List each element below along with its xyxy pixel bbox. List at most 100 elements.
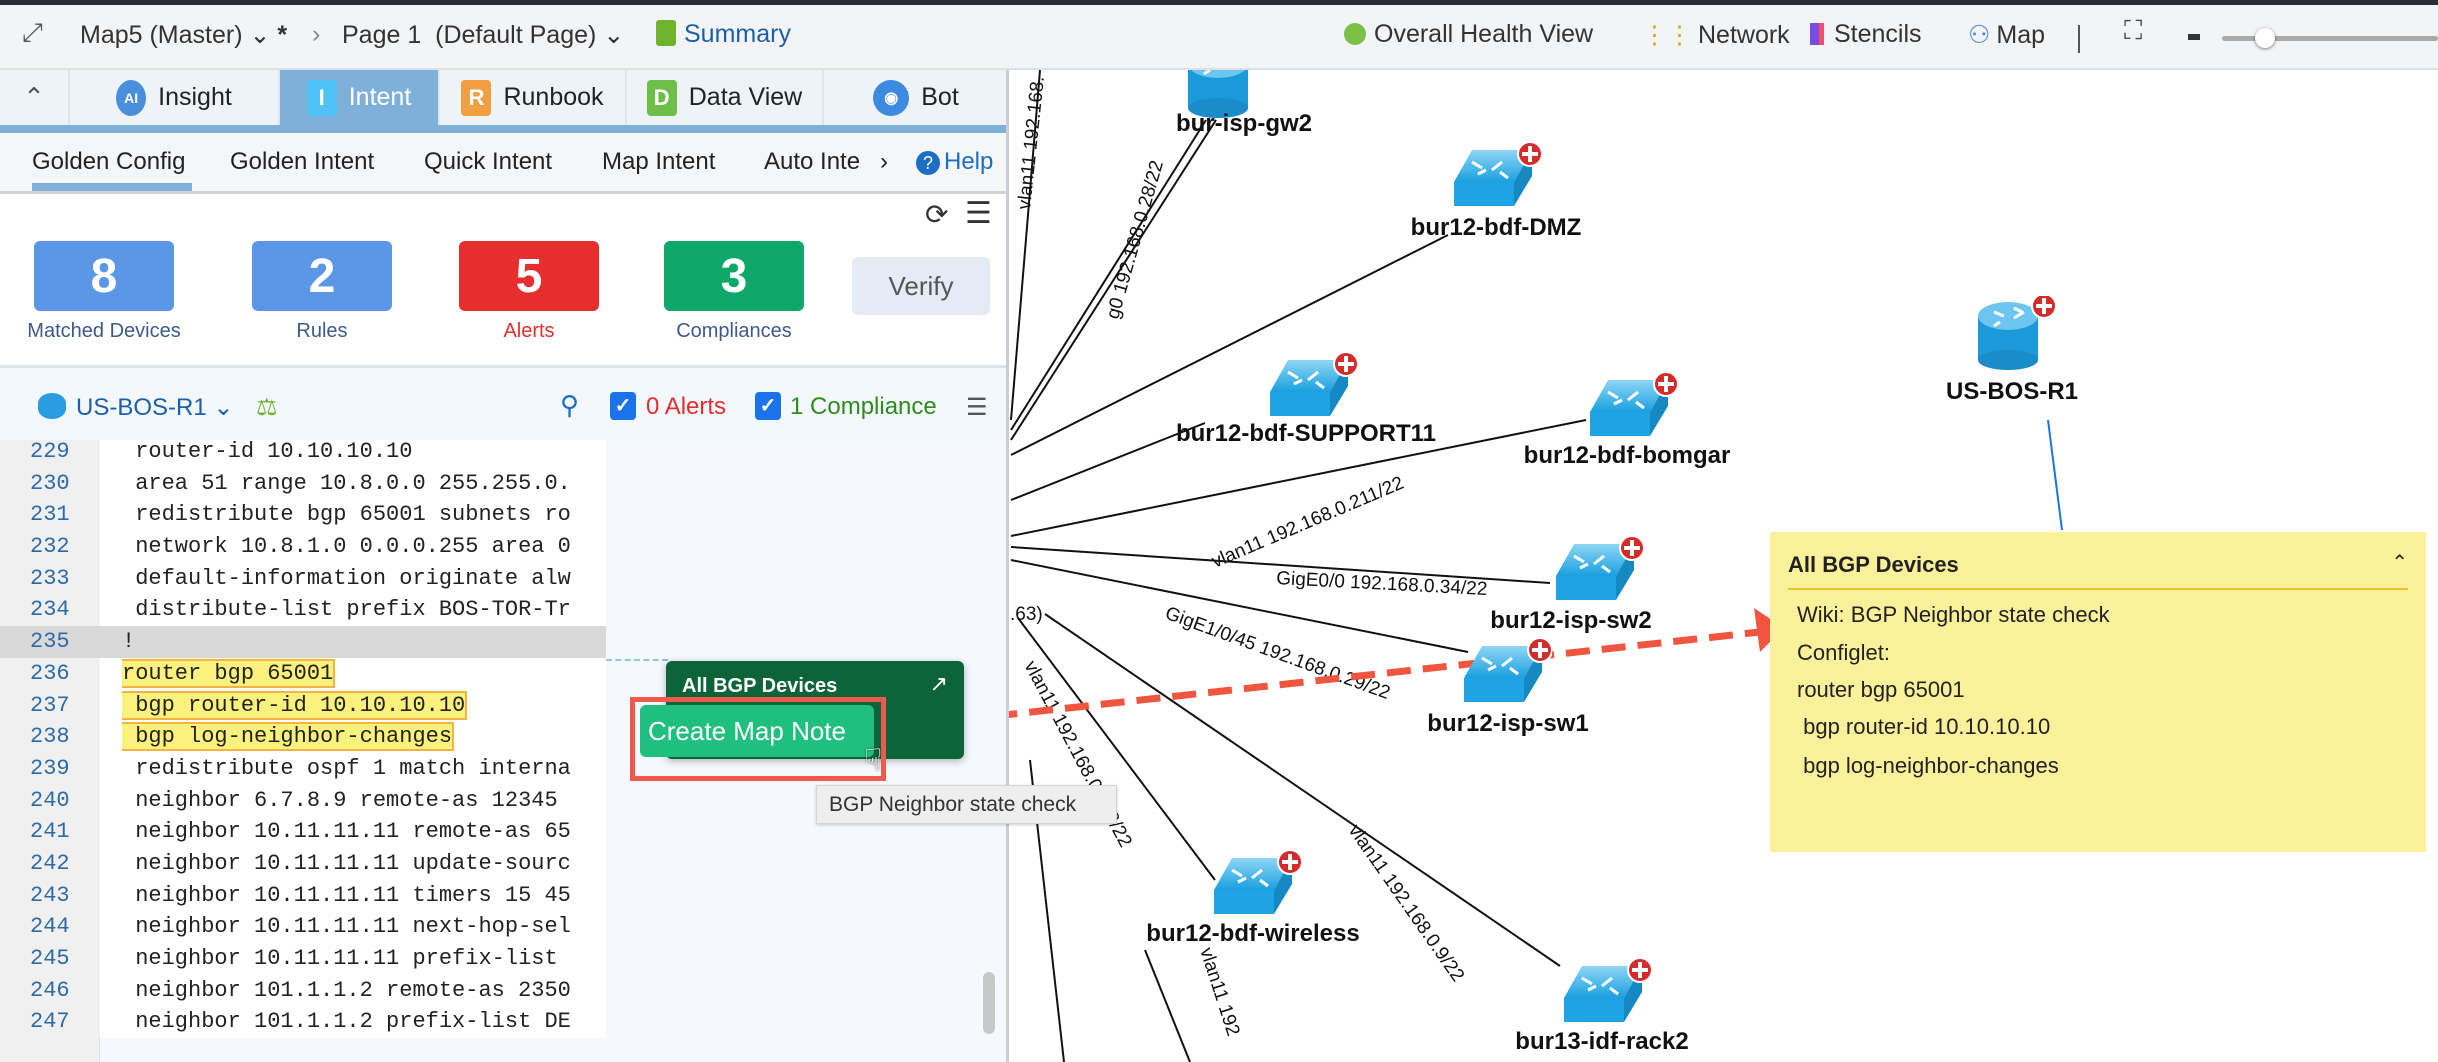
fullscreen-icon[interactable]: ⤢ (22, 17, 43, 47)
create-map-note-button[interactable]: Create Map Note (640, 705, 874, 757)
subtab-quick-intent[interactable]: Quick Intent (424, 148, 553, 175)
network-button[interactable]: ⋮⋮Network (1642, 20, 1790, 50)
alerts-checkbox[interactable]: ✓ (610, 392, 636, 420)
router-icon (38, 393, 66, 419)
switch-icon[interactable] (1562, 956, 1652, 1036)
code-line[interactable]: 233 default-information originate alw (0, 562, 606, 595)
switch-icon[interactable] (1462, 636, 1552, 716)
search-icon[interactable]: ⚲ (560, 390, 580, 420)
map-note[interactable]: All BGP Devices ⌃ Wiki: BGP Neighbor sta… (1770, 532, 2426, 852)
subtab-scroll-right-icon[interactable]: › (880, 148, 888, 175)
map-button[interactable]: ⚇Map (1968, 20, 2045, 50)
node-label-bur13-idf-rack2[interactable]: bur13-idf-rack2 (1515, 1028, 1689, 1055)
panel-splitter[interactable] (1006, 70, 1009, 1062)
compliance-checkbox[interactable]: ✓ (755, 392, 781, 420)
code-line[interactable]: 244 neighbor 10.11.11.11 next-hop-sel (0, 911, 606, 943)
verify-button[interactable]: Verify (852, 257, 990, 315)
code-text-content: distribute-list prefix BOS-TOR-Tr (122, 597, 571, 623)
code-line[interactable]: 247 neighbor 101.1.1.2 prefix-list DE (0, 1006, 606, 1039)
code-line[interactable]: 239 redistribute ospf 1 match interna (0, 752, 606, 785)
compliance-filter-label[interactable]: 1 Compliance (790, 393, 937, 420)
device-selector[interactable]: US-BOS-R1 ⌄ (38, 393, 233, 422)
tab-bot[interactable]: ◉Bot (824, 70, 1008, 125)
code-line[interactable]: 238 bgp log-neighbor-changes (0, 721, 606, 753)
code-line[interactable]: 229 router-id 10.10.10.10 (0, 440, 606, 468)
switch-icon[interactable] (1588, 370, 1678, 450)
node-label-bur12-bdf-wireless[interactable]: bur12-bdf-wireless (1146, 920, 1360, 947)
subtab-map-intent[interactable]: Map Intent (602, 148, 716, 175)
code-line[interactable]: 242 neighbor 10.11.11.11 update-sourc (0, 847, 606, 880)
node-label-bur12-bdf-bomgar[interactable]: bur12-bdf-bomgar (1523, 442, 1731, 469)
switch-icon[interactable] (1452, 140, 1542, 220)
matched-devices-card[interactable]: 8 (34, 241, 174, 311)
link-bomgar[interactable] (1010, 419, 1587, 537)
node-label-bur12-isp-sw2[interactable]: bur12-isp-sw2 (1490, 607, 1652, 634)
collapse-chevron-icon[interactable]: ⌃ (2391, 552, 2408, 574)
subtab-golden-config[interactable]: Golden Config (32, 148, 186, 175)
link-bottom-b[interactable] (1144, 949, 1191, 1062)
subtab-auto-intent[interactable]: Auto Inte (764, 148, 861, 175)
code-text: bgp router-id 10.10.10.10 (122, 690, 606, 722)
code-line[interactable]: 237 bgp router-id 10.10.10.10 (0, 689, 606, 722)
subtab-golden-intent[interactable]: Golden Intent (230, 148, 375, 175)
code-line[interactable]: 230 area 51 range 10.8.0.0 255.255.0. (0, 467, 606, 500)
code-line[interactable]: 235! (0, 626, 606, 658)
switch-icon[interactable] (1212, 848, 1302, 928)
refresh-icon[interactable]: ⟳ (925, 199, 949, 230)
summary-button[interactable]: Summary (656, 20, 791, 49)
page-dropdown[interactable]: Page 1 (Default Page) ⌄ (342, 20, 624, 50)
link-us-bos-r1[interactable] (2047, 419, 2063, 531)
router-icon[interactable] (1970, 296, 2060, 376)
code-line[interactable]: 232 network 10.8.1.0 0.0.0.255 area 0 (0, 531, 606, 563)
list-view-icon[interactable]: ☰ (966, 394, 988, 421)
code-text: neighbor 101.1.1.2 prefix-list DE (122, 1006, 606, 1038)
code-line[interactable]: 246 neighbor 101.1.1.2 remote-as 2350 (0, 974, 606, 1007)
scrollbar-thumb[interactable] (983, 972, 995, 1034)
link-dmz[interactable] (1010, 234, 1449, 456)
fit-to-screen-icon[interactable]: ⛶ (2124, 15, 2143, 45)
alerts-card[interactable]: 5 (459, 241, 599, 311)
switch-icon[interactable] (1554, 534, 1644, 614)
link-top-vlan[interactable] (1010, 70, 1041, 421)
node-label-bur12-bdf-dmz[interactable]: bur12-bdf-DMZ (1410, 214, 1582, 241)
zoom-out-button[interactable] (2188, 34, 2200, 40)
collapse-panel-button[interactable]: ⌃ (0, 70, 70, 125)
open-external-icon[interactable]: ↗ (929, 671, 948, 696)
code-line[interactable]: 240 neighbor 6.7.8.9 remote-as 12345 (0, 784, 606, 817)
rules-card[interactable]: 2 (252, 241, 392, 311)
overall-health-view-button[interactable]: Overall Health View (1344, 20, 1593, 49)
help-link[interactable]: ?Help (916, 148, 993, 176)
code-line[interactable]: 241 neighbor 10.11.11.11 remote-as 65 (0, 816, 606, 848)
node-label-bur12-isp-sw1[interactable]: bur12-isp-sw1 (1427, 710, 1589, 737)
switch-icon[interactable] (1268, 350, 1358, 430)
code-line[interactable]: 234 distribute-list prefix BOS-TOR-Tr (0, 594, 606, 627)
compare-scale-icon[interactable]: ⚖ (256, 394, 278, 421)
map-name-dropdown[interactable]: Map5 (Master) ⌄ * (80, 20, 287, 50)
link-gw2-a[interactable] (1010, 119, 1207, 431)
code-line[interactable]: 243 neighbor 10.11.11.11 timers 15 45 (0, 879, 606, 912)
link-isp-sw2[interactable] (1010, 546, 1551, 584)
link-support11[interactable] (1010, 422, 1206, 501)
line-number: 231 (0, 499, 100, 532)
node-label-bur12-bdf-support11[interactable]: bur12-bdf-SUPPORT11 (1175, 420, 1437, 447)
link-rack2[interactable] (1044, 613, 1561, 967)
link-wireless[interactable] (1017, 617, 1216, 881)
compliances-card[interactable]: 3 (664, 241, 804, 311)
alerts-filter-label[interactable]: 0 Alerts (646, 393, 727, 420)
code-line[interactable]: 245 neighbor 10.11.11.11 prefix-list (0, 943, 606, 975)
node-label-bur-isp-gw2[interactable]: bur-isp-gw2 (1176, 110, 1312, 137)
link-gw2-b[interactable] (1010, 119, 1217, 441)
zoom-slider[interactable] (2222, 28, 2438, 48)
zoom-slider-knob[interactable] (2255, 28, 2276, 48)
stencils-button[interactable]: Stencils (1810, 20, 1922, 49)
menu-icon[interactable]: ☰ (965, 197, 992, 230)
link-isp-sw1[interactable] (1010, 559, 1469, 653)
code-line[interactable]: 231 redistribute bgp 65001 subnets ro (0, 499, 606, 532)
node-label-us-bos-r1[interactable]: US-BOS-R1 (1945, 378, 2079, 405)
